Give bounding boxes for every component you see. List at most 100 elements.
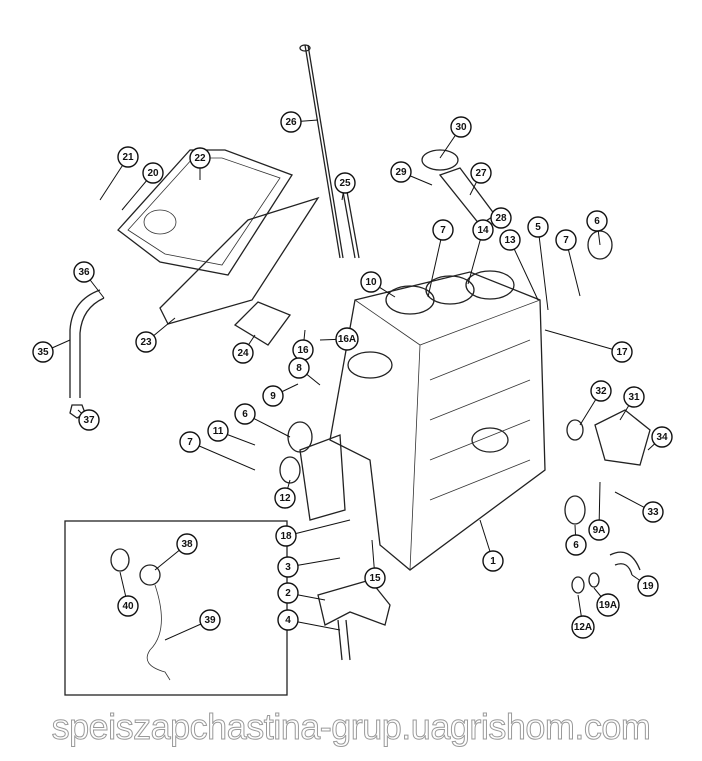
callout-34: 34: [647, 426, 673, 451]
callout-circle: [73, 261, 95, 283]
callout-label: 6: [594, 216, 600, 227]
callout-circle: [651, 426, 673, 448]
callout-label: 10: [365, 277, 377, 288]
callout-label: 8: [296, 363, 302, 374]
leader-line: [189, 441, 256, 471]
callout-circle: [432, 219, 454, 241]
callout-label: 35: [37, 347, 49, 358]
callout-24: 24: [232, 334, 256, 364]
callout-10: 10: [360, 271, 396, 298]
callout-label: 21: [122, 152, 134, 163]
callout-circle: [135, 331, 157, 353]
callout-circle: [623, 386, 645, 408]
callout-label: 6: [573, 540, 579, 551]
callout-circle: [335, 327, 359, 351]
callout-label: 39: [204, 615, 216, 626]
callout-16a: 16A: [319, 327, 359, 351]
leader-line: [537, 226, 549, 311]
callout-label: 9: [270, 391, 276, 402]
callout-28: 28: [489, 207, 512, 229]
callout-circle: [450, 116, 472, 138]
callout-circle: [280, 111, 302, 133]
callout-circle: [232, 342, 254, 364]
callout-1: 1: [479, 519, 504, 572]
callout-circle: [262, 385, 284, 407]
callout-label: 18: [280, 531, 292, 542]
callout-26: 26: [280, 111, 319, 133]
callout-label: 19: [642, 581, 654, 592]
callout-25: 25: [334, 172, 356, 201]
callout-label: 23: [140, 337, 152, 348]
callout-circle: [189, 147, 211, 169]
callout-30: 30: [439, 116, 472, 159]
callout-label: 25: [339, 178, 351, 189]
callout-20: 20: [121, 162, 164, 211]
callout-label: 16A: [338, 334, 356, 345]
callout-label: 22: [194, 153, 206, 164]
callout-9a: 9A: [588, 481, 610, 541]
callout-17: 17: [544, 329, 633, 363]
callout-32: 32: [579, 380, 612, 426]
callout-label: 7: [187, 437, 193, 448]
callout-circle: [472, 219, 494, 241]
callout-label: 33: [647, 507, 659, 518]
callout-circle: [637, 575, 659, 597]
callout-circle: [565, 534, 587, 556]
callout-label: 26: [285, 117, 297, 128]
callout-29: 29: [390, 161, 433, 186]
callout-14: 14: [467, 219, 494, 285]
callout-39: 39: [164, 609, 221, 641]
callout-label: 4: [285, 615, 291, 626]
callout-circle: [207, 420, 229, 442]
callout-11: 11: [207, 420, 256, 446]
breather-hose: [69, 289, 105, 398]
callout-33: 33: [614, 491, 664, 523]
callout-19a: 19A: [593, 587, 620, 617]
callout-label: 19A: [599, 600, 617, 611]
plate: [233, 301, 292, 346]
callout-label: 15: [369, 573, 381, 584]
callout-circle: [590, 380, 612, 402]
callout-label: 24: [237, 348, 249, 359]
callout-circle: [611, 341, 633, 363]
inset-box: [64, 520, 288, 696]
callout-label: 16: [297, 345, 309, 356]
callout-37: 37: [77, 409, 100, 431]
callout-9: 9: [262, 383, 299, 407]
callout-circle: [78, 409, 100, 431]
callout-label: 32: [595, 386, 607, 397]
callout-circle: [499, 229, 521, 251]
callout-circle: [199, 609, 221, 631]
leader-line: [285, 519, 351, 537]
seal: [279, 456, 301, 484]
callout-label: 7: [440, 225, 446, 236]
callout-circle: [390, 161, 412, 183]
hose-19: [609, 551, 641, 576]
callout-6: 6: [586, 210, 608, 246]
seal: [566, 419, 584, 441]
callout-label: 6: [242, 409, 248, 420]
callout-circle: [288, 357, 310, 379]
callout-label: 7: [563, 235, 569, 246]
bolt: [337, 619, 351, 661]
callout-circle: [360, 271, 382, 293]
callout-label: 9A: [593, 525, 606, 536]
callout-circle: [274, 487, 296, 509]
callout-13: 13: [499, 229, 539, 301]
callout-circle: [277, 609, 299, 631]
o-ring: [110, 548, 130, 572]
callout-6: 6: [234, 403, 291, 438]
callout-label: 30: [455, 122, 467, 133]
callout-circle: [470, 162, 492, 184]
callout-7: 7: [427, 219, 454, 298]
water-pump-housing: [594, 409, 651, 466]
callout-label: 12: [279, 493, 291, 504]
callout-label: 34: [656, 432, 668, 443]
filler-cap: [421, 149, 459, 171]
callout-label: 29: [395, 167, 407, 178]
dipstick: [304, 44, 344, 259]
callout-38: 38: [154, 533, 198, 571]
callout-3: 3: [277, 556, 341, 578]
callout-label: 20: [147, 168, 159, 179]
